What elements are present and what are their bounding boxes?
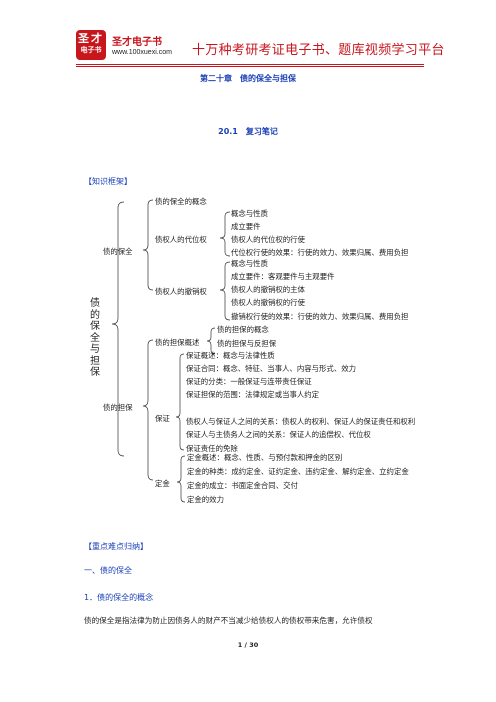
tree-leaf: 保证概述：概念与法律性质 bbox=[186, 351, 275, 360]
tree-leaf: 撤销权行使的效果：行使的效力、效果归属、费用负担 bbox=[231, 312, 409, 321]
tree-leaf: 债权人的代位权的行使 bbox=[231, 235, 305, 244]
header-divider bbox=[76, 64, 424, 65]
tree-leaf: 保证的分类：一般保证与连带责任保证 bbox=[186, 377, 312, 386]
chapter-title: 第二十章 债的保全与担保 bbox=[200, 74, 296, 83]
tree-leaf: 债权人与保证人之间的关系：债权人的权利、保证人的保证责任和权利 bbox=[186, 417, 416, 426]
tree-node-guarantee: 债的担保 bbox=[103, 403, 133, 412]
tree-leaf: 概念与性质 bbox=[231, 209, 268, 218]
section-heading: 一、债的保全 bbox=[84, 566, 132, 575]
tree-leaf: 债的担保与反担保 bbox=[217, 339, 277, 348]
tree-leaf: 保证人与主债务人之间的关系：保证人的追偿权、代位权 bbox=[186, 430, 371, 439]
header-slogan: 十万种考研考证电子书、题库视频学习平台 bbox=[192, 43, 445, 58]
page-number: 1 / 30 bbox=[237, 641, 259, 649]
tree-leaf: 定金的成立：书面定金合同、交付 bbox=[187, 481, 298, 490]
section-title: 20.1 复习笔记 bbox=[218, 127, 278, 136]
tree-leaf: 成立要件 bbox=[231, 222, 261, 231]
tree-leaf: 成立要件：客观要件与主观要件 bbox=[231, 272, 335, 281]
tree-root: 债的保全与担保 bbox=[90, 298, 100, 378]
tree-node-preservation-concept: 债的保全的概念 bbox=[155, 197, 207, 206]
key-points-label: 【重点难点归纳】 bbox=[84, 542, 148, 551]
tree-node-deposit: 定金 bbox=[155, 479, 170, 488]
tree-leaf: 概念与性质 bbox=[231, 259, 268, 268]
tree-leaf: 代位权行使的效果：行使的效力、效果归属、费用负担 bbox=[231, 248, 409, 257]
tree-leaf: 定金的效力 bbox=[187, 495, 224, 504]
body-paragraph: 债的保全是指法律为防止因债务人的财产不当减少给债权人的债权带来危害，允许债权 bbox=[84, 616, 373, 625]
tree-node-revocation: 债权人的撤销权 bbox=[155, 287, 207, 296]
tree-leaf: 债权人的撤销权的主体 bbox=[231, 285, 305, 294]
tree-node-preservation: 债的保全 bbox=[103, 247, 133, 256]
brand-name: 圣才电子书 bbox=[112, 37, 162, 48]
tree-node-subrogation: 债权人的代位权 bbox=[155, 235, 207, 244]
tree-leaf: 保证责任的免除 bbox=[186, 444, 238, 453]
tree-node-guarantee-overview: 债的担保概述 bbox=[155, 338, 200, 347]
tree-leaf: 债权人的撤销权的行使 bbox=[231, 298, 305, 307]
logo: 圣才 电子书 bbox=[76, 30, 106, 60]
tree-leaf: 定金概述：概念、性质、与预付款和押金的区别 bbox=[187, 453, 343, 462]
tree-leaf: 保证担保的范围：法律规定或当事人约定 bbox=[186, 390, 320, 399]
tree-leaf: 保证合同：概念、特征、当事人、内容与形式、效力 bbox=[186, 364, 356, 373]
tree-leaf: 定金的种类：成约定金、证约定金、违约定金、解约定金、立约定金 bbox=[187, 467, 409, 476]
tree-node-suretyship: 保证 bbox=[155, 414, 170, 423]
brand-url[interactable]: www.100xuexi.com bbox=[112, 49, 172, 56]
subsection-heading: 1．债的保全的概念 bbox=[84, 593, 154, 602]
tree-leaf: 债的担保的概念 bbox=[217, 325, 269, 334]
header-divider-thin bbox=[76, 66, 424, 67]
knowledge-framework-label: 【知识框架】 bbox=[84, 177, 132, 186]
